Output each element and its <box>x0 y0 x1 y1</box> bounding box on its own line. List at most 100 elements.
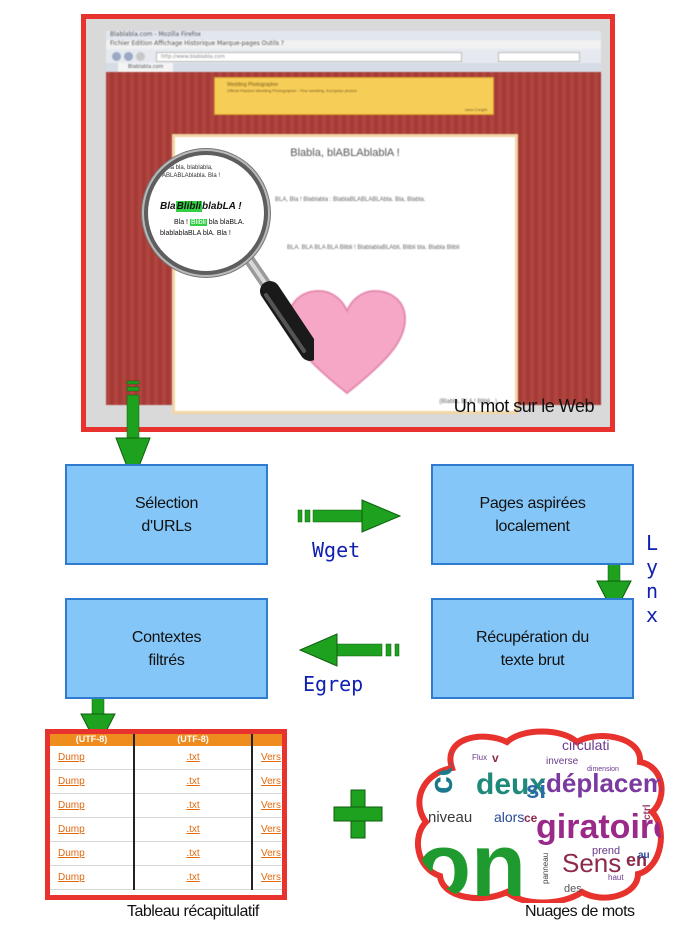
cloud-word-dimension: dimension <box>587 766 619 773</box>
cloud-word-ctrl: ctrl <box>642 804 653 820</box>
arrow-left-egrep <box>298 633 400 667</box>
lens-line2-post: bla blaBLA. <box>208 219 245 226</box>
cloud-word-au: au <box>638 850 650 861</box>
dump-link[interactable]: Dump <box>58 848 85 859</box>
step-contextes-line2: filtrés <box>148 651 185 669</box>
cloud-word-flux: Flux <box>472 753 487 762</box>
lens-heading-pre: Bla <box>160 201 176 212</box>
step-pages-aspirees: Pages aspirées localement <box>431 464 634 565</box>
lens-heading: BlaBlibliblabLA ! <box>160 201 242 212</box>
cloud-caption: Nuages de mots <box>525 903 635 920</box>
version-link[interactable]: Vers <box>261 800 282 811</box>
txt-link[interactable]: .txt <box>186 824 200 835</box>
dump-link[interactable]: Dump <box>58 752 85 763</box>
cloud-word-on: on <box>416 816 526 903</box>
cloud-word-deux: deux <box>476 768 546 801</box>
back-icon <box>112 52 121 61</box>
txt-link[interactable]: .txt <box>186 776 200 787</box>
browser-tab-bar: Blablabla.com <box>106 63 601 72</box>
browser-tab: Blablabla.com <box>118 63 174 72</box>
cloud-word-deplacement: déplaceme <box>546 768 668 798</box>
txt-link[interactable]: .txt <box>186 752 200 763</box>
page-header-right: Jana Conghi <box>464 107 487 112</box>
page-text-line2: BLA. BLA BLA BLA Blibli ! BlablablaBLAbl… <box>287 245 460 251</box>
step-pages-line1: Pages aspirées <box>479 494 586 512</box>
lens-line2-pre: Bla ! <box>174 219 189 226</box>
table-header-cell: (UTF-8) <box>134 734 253 746</box>
dump-link[interactable]: Dump <box>58 872 85 883</box>
table-row: Dump .txt Vers <box>50 769 282 794</box>
cloud-word-alors: alors <box>494 809 524 825</box>
browser-title-bar: Blablabla.com - Mozilla Firefox <box>106 31 601 40</box>
page-title: Blabla, blABLAblablA ! <box>290 147 400 159</box>
version-link[interactable]: Vers <box>261 872 282 883</box>
table-header-cell: (UTF-8) <box>50 734 135 746</box>
page-header-line1: Wedding Photographer <box>227 82 279 88</box>
lynx-letter-1: L <box>645 531 659 555</box>
tool-label-lynx: L y n x <box>642 531 662 627</box>
lens-heading-highlight: Blibli <box>175 201 203 212</box>
plus-icon <box>333 789 383 839</box>
lynx-letter-4: x <box>645 603 659 627</box>
step-selection-line1: Sélection <box>134 494 199 512</box>
version-link[interactable]: Vers <box>261 848 282 859</box>
version-link[interactable]: Vers <box>261 824 282 835</box>
lens-line2: Bla ! Blibli bla blaBLA. <box>174 219 245 226</box>
cloud-word-en: en <box>626 850 647 870</box>
tool-label-wget: Wget <box>312 538 361 562</box>
browser-menu-bar: Fichier Édition Affichage Historique Mar… <box>106 40 601 49</box>
lens-line2-highlight: Blibli <box>189 219 207 226</box>
word-cloud: on cet Flux v circulati inverse dimensio… <box>415 728 668 903</box>
table-header-cell: ( <box>252 734 282 746</box>
dump-link[interactable]: Dump <box>58 776 85 787</box>
dump-link[interactable]: Dump <box>58 800 85 811</box>
cloud-word-prend: prend <box>592 845 620 857</box>
magnifier-handle-icon <box>240 249 314 361</box>
cloud-word-panneau: panneau <box>541 853 550 884</box>
step-selection-urls: Sélection d'URLs <box>65 464 268 565</box>
forward-icon <box>124 52 133 61</box>
step-contextes-line1: Contextes <box>131 628 202 646</box>
page-footer-text: (Blabla, BLA ! Blibli...) <box>439 399 497 405</box>
lens-text-top1: bla bla, blablabla, <box>166 165 213 171</box>
page-header-line2: Official Passion Wedding Photographer - … <box>227 88 357 93</box>
dump-link[interactable]: Dump <box>58 824 85 835</box>
txt-link[interactable]: .txt <box>186 848 200 859</box>
step-selection-line2: d'URLs <box>141 517 192 535</box>
cloud-word-giratoire: giratoire <box>536 808 668 846</box>
reload-icon <box>136 52 145 61</box>
cloud-word-si: si <box>526 777 546 804</box>
lens-line3: blablablaBLA blA. Bla ! <box>160 230 231 237</box>
version-link[interactable]: Vers <box>261 752 282 763</box>
browser-url-field: http://www.blablabla.com <box>156 52 462 62</box>
step-contextes-filtres: Contextes filtrés <box>65 598 268 699</box>
cloud-word-circulation: circulati <box>562 737 609 753</box>
arrow-down-web-to-selection <box>115 380 151 484</box>
table-row: Dump .txt Vers <box>50 865 282 890</box>
cloud-word-v: v <box>492 751 499 765</box>
lynx-letter-3: n <box>645 579 659 603</box>
browser-search-field <box>498 52 580 62</box>
version-link[interactable]: Vers <box>261 776 282 787</box>
table-row: Dump .txt Vers <box>50 817 282 842</box>
cloud-word-ce: ce <box>524 811 538 825</box>
tool-label-egrep: Egrep <box>303 672 364 696</box>
step-pages-line2: localement <box>495 517 570 535</box>
magnifier-lens: bla bla, blablabla, ABLABLAblabla. Bla !… <box>144 151 268 275</box>
browser-nav-bar: http://www.blablabla.com <box>106 49 601 63</box>
cloud-word-niveau: niveau <box>428 809 472 826</box>
table-row: Dump .txt Vers <box>50 793 282 818</box>
arrow-right-wget <box>297 499 402 533</box>
txt-link[interactable]: .txt <box>186 872 200 883</box>
web-screenshot-frame: Blablabla.com - Mozilla Firefox Fichier … <box>81 14 615 432</box>
cloud-word-des: des <box>564 883 582 895</box>
table-header-row: (UTF-8) (UTF-8) ( <box>50 734 282 746</box>
txt-link[interactable]: .txt <box>186 800 200 811</box>
step-recup-line2: texte brut <box>500 651 565 669</box>
page-header-banner: Wedding Photographer Official Passion We… <box>214 77 494 115</box>
lens-text-top2: ABLABLAblabla. Bla ! <box>162 173 221 179</box>
lynx-letter-2: y <box>645 555 659 579</box>
summary-table: (UTF-8) (UTF-8) ( Dump .txt Vers Dump .t… <box>50 734 282 890</box>
cloud-word-sens: Sens <box>562 848 621 878</box>
